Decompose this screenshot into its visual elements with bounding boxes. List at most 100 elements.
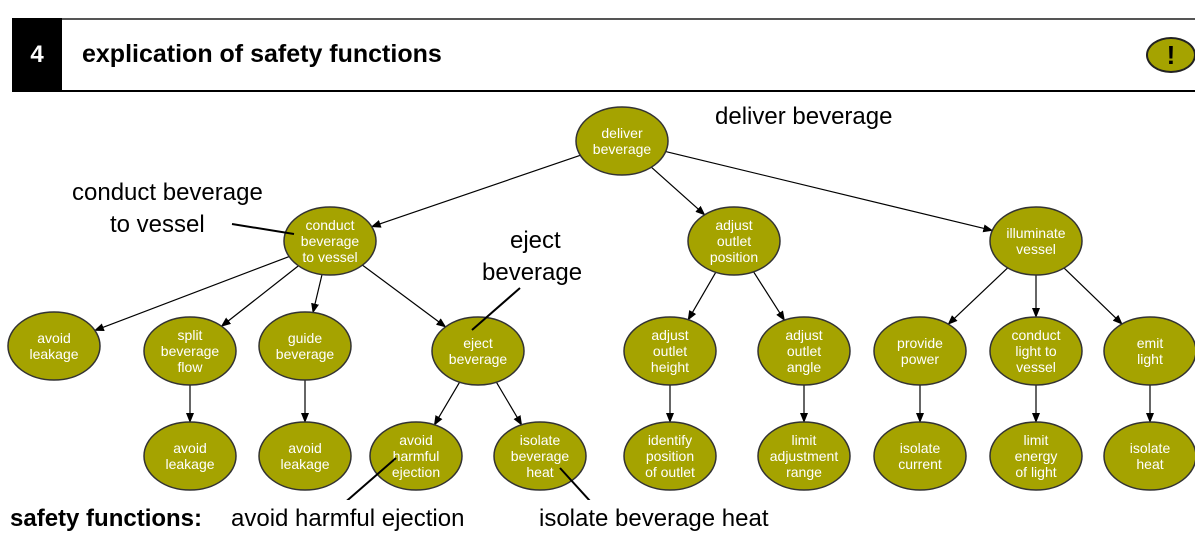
node-label-line: position xyxy=(646,448,694,464)
node-ellipse xyxy=(431,316,525,386)
node-label-line: outlet xyxy=(717,233,751,249)
node-label-line: height xyxy=(651,359,689,375)
node-label-line: illuminate xyxy=(1006,225,1065,241)
node-ellipse xyxy=(989,421,1083,491)
node-label-line: vessel xyxy=(1016,359,1056,375)
node-label-line: avoid xyxy=(173,440,206,456)
node-label-line: beverage xyxy=(161,343,220,359)
safety-function-1: avoid harmful ejection xyxy=(231,505,465,532)
edge-conduct-to-eject xyxy=(362,264,447,328)
node-label-line: avoid xyxy=(288,440,321,456)
node-label-line: light xyxy=(1137,351,1163,367)
edge-deliver-to-adjust-outlet-position xyxy=(650,166,706,216)
node-ellipse xyxy=(623,316,717,386)
node-label-line: heat xyxy=(1136,456,1163,472)
node-ellipse xyxy=(757,316,851,386)
node-ellipse xyxy=(873,316,967,386)
node-label-line: leakage xyxy=(29,346,78,362)
edge-deliver-to-conduct xyxy=(370,154,581,228)
node-label-line: adjust xyxy=(715,217,752,233)
warning-icon: ! xyxy=(1146,37,1195,73)
node-ellipse xyxy=(687,206,781,276)
node-label-line: emit xyxy=(1137,335,1164,351)
node-label-line: beverage xyxy=(449,351,508,367)
annotation-deliver-beverage: deliver beverage xyxy=(715,103,892,130)
node-label-line: position xyxy=(710,249,758,265)
node-label-line: beverage xyxy=(593,141,652,157)
edges-layer xyxy=(93,150,1154,426)
node-ellipse xyxy=(7,311,101,381)
edge-illuminate-to-provide-power xyxy=(947,267,1009,325)
header-top-rule xyxy=(12,18,1195,20)
leader-eject xyxy=(471,287,521,331)
annotation-conduct-line1: conduct beverage xyxy=(72,179,263,206)
node-label-line: adjust xyxy=(785,327,822,343)
annotation-eject-line1: eject xyxy=(510,227,561,254)
node-label-line: conduct xyxy=(1011,327,1060,343)
annotation-eject-line2: beverage xyxy=(482,259,582,286)
section-number: 4 xyxy=(12,18,62,92)
edge-deliver-to-illuminate xyxy=(665,150,994,233)
node-label-line: split xyxy=(178,327,203,343)
node-ellipse xyxy=(575,106,669,176)
node-ellipse xyxy=(623,421,717,491)
node-label-line: isolate xyxy=(900,440,941,456)
node-label-line: flow xyxy=(178,359,204,375)
node-label-line: outlet xyxy=(787,343,821,359)
node-label-line: current xyxy=(898,456,942,472)
node-label-line: deliver xyxy=(601,125,643,141)
node-ellipse xyxy=(143,316,237,386)
node-label-line: beverage xyxy=(276,346,335,362)
node-label-line: leakage xyxy=(165,456,214,472)
annotation-conduct-line2: to vessel xyxy=(110,211,205,238)
node-ellipse xyxy=(258,421,352,491)
node-label-line: isolate xyxy=(520,432,561,448)
node-ellipse xyxy=(989,316,1083,386)
node-ellipse xyxy=(258,311,352,381)
node-label-line: leakage xyxy=(280,456,329,472)
header-bottom-rule xyxy=(12,90,1195,92)
node-label-line: harmful xyxy=(393,448,440,464)
node-label-line: power xyxy=(901,351,939,367)
node-label-line: avoid xyxy=(399,432,432,448)
node-ellipse xyxy=(1103,421,1195,491)
header: 4 explication of safety functions ! xyxy=(0,0,1195,92)
node-label-line: identify xyxy=(648,432,692,448)
node-label-line: vessel xyxy=(1016,241,1056,257)
node-label-line: adjustment xyxy=(770,448,839,464)
node-label-line: guide xyxy=(288,330,322,346)
edge-eject-to-avoid-harmful xyxy=(433,381,461,426)
node-label-line: ejection xyxy=(392,464,440,480)
safety-functions-label: safety functions: xyxy=(10,505,203,532)
page-title: explication of safety functions xyxy=(82,40,442,68)
node-label-line: isolate xyxy=(1130,440,1171,456)
edge-adjust-outlet-position-to-adjust-angle xyxy=(753,271,785,322)
edge-eject-to-isolate-heat-bev xyxy=(495,381,523,426)
node-label-line: beverage xyxy=(301,233,360,249)
edge-illuminate-to-emit-light xyxy=(1063,267,1123,325)
node-label-line: heat xyxy=(526,464,553,480)
node-label-line: limit xyxy=(792,432,817,448)
node-label-line: provide xyxy=(897,335,943,351)
node-ellipse xyxy=(989,206,1083,276)
